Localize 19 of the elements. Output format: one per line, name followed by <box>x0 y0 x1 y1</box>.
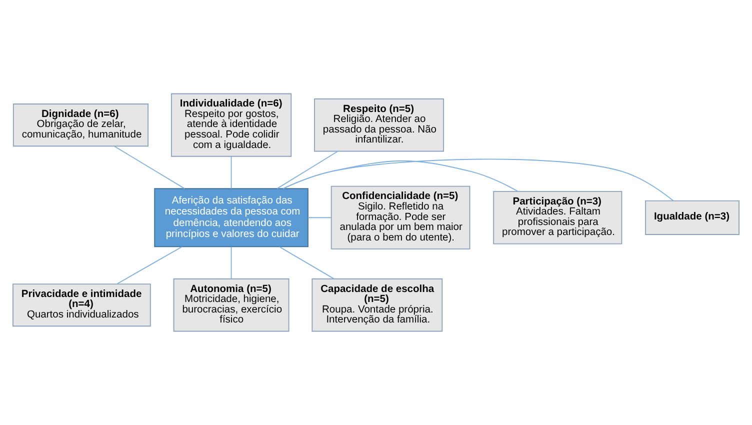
connector <box>230 156 232 190</box>
connector <box>230 246 232 280</box>
connector <box>276 150 338 189</box>
connector <box>308 217 332 218</box>
node-box: Privacidade e intimidade (n=4) Quartos individualizados <box>12 284 151 327</box>
connector <box>114 146 186 190</box>
node-box: Igualdade (n=3) <box>645 200 740 235</box>
connector <box>279 246 334 280</box>
connector <box>282 158 674 202</box>
node-box: Participação (n=3) Atividades. Faltam profissionais para promover a participação. <box>493 191 622 244</box>
node-box: Confidencialidade (n=5) Sigilo. Refletido na formação. Pode ser anulada por um bem maior (para o bem do utente). <box>330 186 470 250</box>
node-box: Capacidade de escolha (n=5) Roupa. Vontade própria. Intervenção da família. <box>312 278 443 332</box>
node-box: Respeito (n=5) Religião. Atender ao passado da pessoa. Não infantilizar. <box>314 98 444 152</box>
node-box: Autonomia (n=5) Motricidade, higiene, burocracias, exercício físico <box>173 278 290 332</box>
connector <box>282 160 518 192</box>
node-box: Aferição da satisfação das necessidades da pessoa com demência, atendendo aos princípios e valores do cuidar <box>154 188 308 248</box>
connector <box>116 246 182 284</box>
node-box: Dignidade (n=6) Obrigação de zelar, comunicação, humanitude <box>12 104 149 147</box>
node-box: Individualidade (n=6) Respeito por gostos, atende à identidade pessoal. Pode colidir com a igualdade. <box>170 93 292 157</box>
